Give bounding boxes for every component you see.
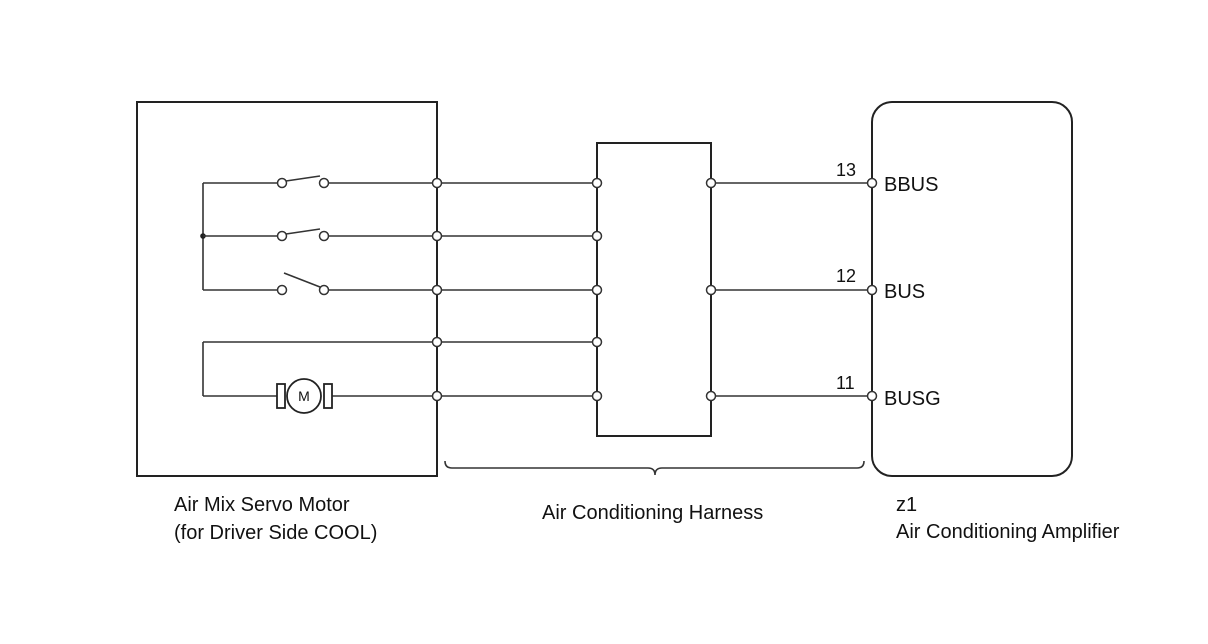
- servo-motor-label-line1: Air Mix Servo Motor: [174, 494, 350, 516]
- servo-motor-label-line2: (for Driver Side COOL): [174, 522, 377, 544]
- pin-number-13: 13: [836, 160, 856, 180]
- servo-internal-circuit: [200, 175, 437, 397]
- wires-servo-to-harness: [437, 182, 597, 397]
- motor-symbol: M: [276, 378, 333, 414]
- pin-signal-bus: BUS: [884, 281, 925, 303]
- wires-harness-to-amplifier: [711, 182, 872, 397]
- pin-number-12: 12: [836, 266, 856, 286]
- harness-label: Air Conditioning Harness: [542, 502, 763, 524]
- terminals: [431, 177, 878, 402]
- motor-label: M: [298, 388, 310, 404]
- pin-signal-bbus: BBUS: [884, 174, 938, 196]
- amplifier-code: z1: [896, 494, 917, 516]
- pin-number-11: 11: [836, 373, 855, 393]
- pin-signal-busg: BUSG: [884, 388, 941, 410]
- amplifier-name: Air Conditioning Amplifier: [896, 521, 1120, 543]
- harness-brace: [444, 460, 865, 476]
- harness-box: [596, 142, 712, 437]
